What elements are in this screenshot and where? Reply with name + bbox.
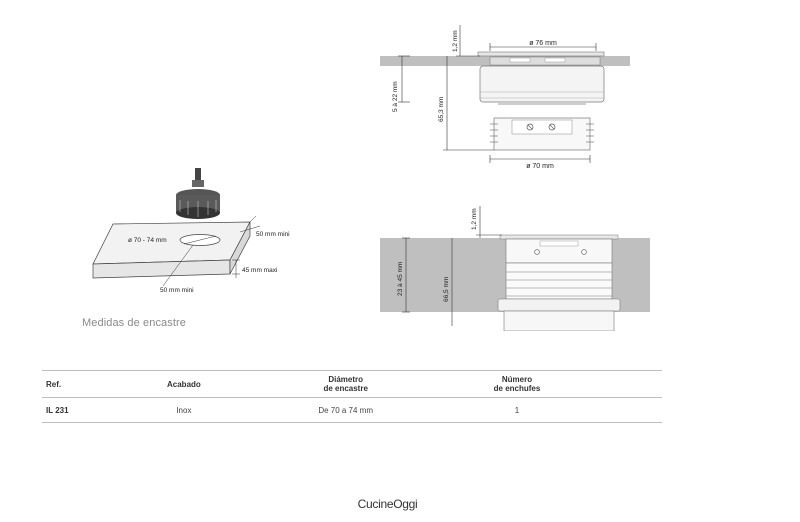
countertop-section [380, 238, 506, 312]
cell-finish: Inox [176, 405, 192, 415]
figure-caption: Medidas de encastre [82, 317, 187, 329]
header-ref: Ref. [46, 379, 62, 389]
hole-diameter-label: ø 70 - 74 mm [128, 237, 167, 244]
header-empty [593, 371, 662, 398]
top-diameter-label: ø 76 mm [529, 40, 557, 47]
top-view-drawing: ø 76 mm ø 70 mm 1,2 mm 5 à 22 mm 65,3 mm [380, 25, 630, 170]
header-sockets-line2: de enchufes [493, 384, 541, 393]
section-depth-label: 66,5 mm [443, 277, 450, 302]
brand-logo: CucineOggi [357, 497, 418, 511]
edge-bottom-label: 50 mm mini [160, 287, 194, 294]
spec-table: Ref. Acabado Diámetro de encastre Número… [42, 370, 662, 423]
header-diameter: Diámetro de encastre [251, 371, 441, 398]
section-view-drawing: 1,2 mm 23 à 45 mm 66,5 mm [380, 206, 650, 331]
header-sockets-line1: Número [501, 375, 533, 384]
header-finish: Acabado [167, 379, 201, 389]
countertop-panel [92, 221, 251, 265]
table-row: IL 231 Inox De 70 a 74 mm 1 [42, 397, 662, 423]
header-diameter-line1: Diámetro [328, 375, 364, 384]
cell-sockets: 1 [514, 405, 520, 415]
max-thickness-label: 45 mm maxi [242, 267, 277, 274]
socket-body [479, 65, 605, 103]
table-header-row: Ref. Acabado Diámetro de encastre Número… [42, 370, 662, 398]
section-flange-label: 1,2 mm [471, 208, 478, 230]
flange [477, 51, 605, 57]
depth-label: 65,3 mm [438, 97, 445, 122]
section-thickness-label: 23 à 45 mm [397, 262, 404, 296]
counter-thickness-label: 5 à 22 mm [392, 81, 399, 112]
hole-saw-icon [176, 168, 220, 219]
header-diameter-line2: de encastre [323, 384, 368, 393]
flange-section [499, 234, 619, 240]
edge-min-label: 50 mm mini [256, 231, 290, 238]
bottom-diameter-label: ø 70 mm [526, 163, 554, 170]
install-view-drawing: ø 70 - 74 mm 50 mm mini 45 mm maxi 50 mm… [92, 168, 290, 294]
flange-thickness-label: 1,2 mm [452, 30, 459, 52]
cell-ref: IL 231 [46, 405, 69, 415]
cell-diameter: De 70 a 74 mm [318, 405, 374, 415]
header-sockets: Número de enchufes [441, 371, 593, 398]
cell-empty [593, 398, 662, 423]
